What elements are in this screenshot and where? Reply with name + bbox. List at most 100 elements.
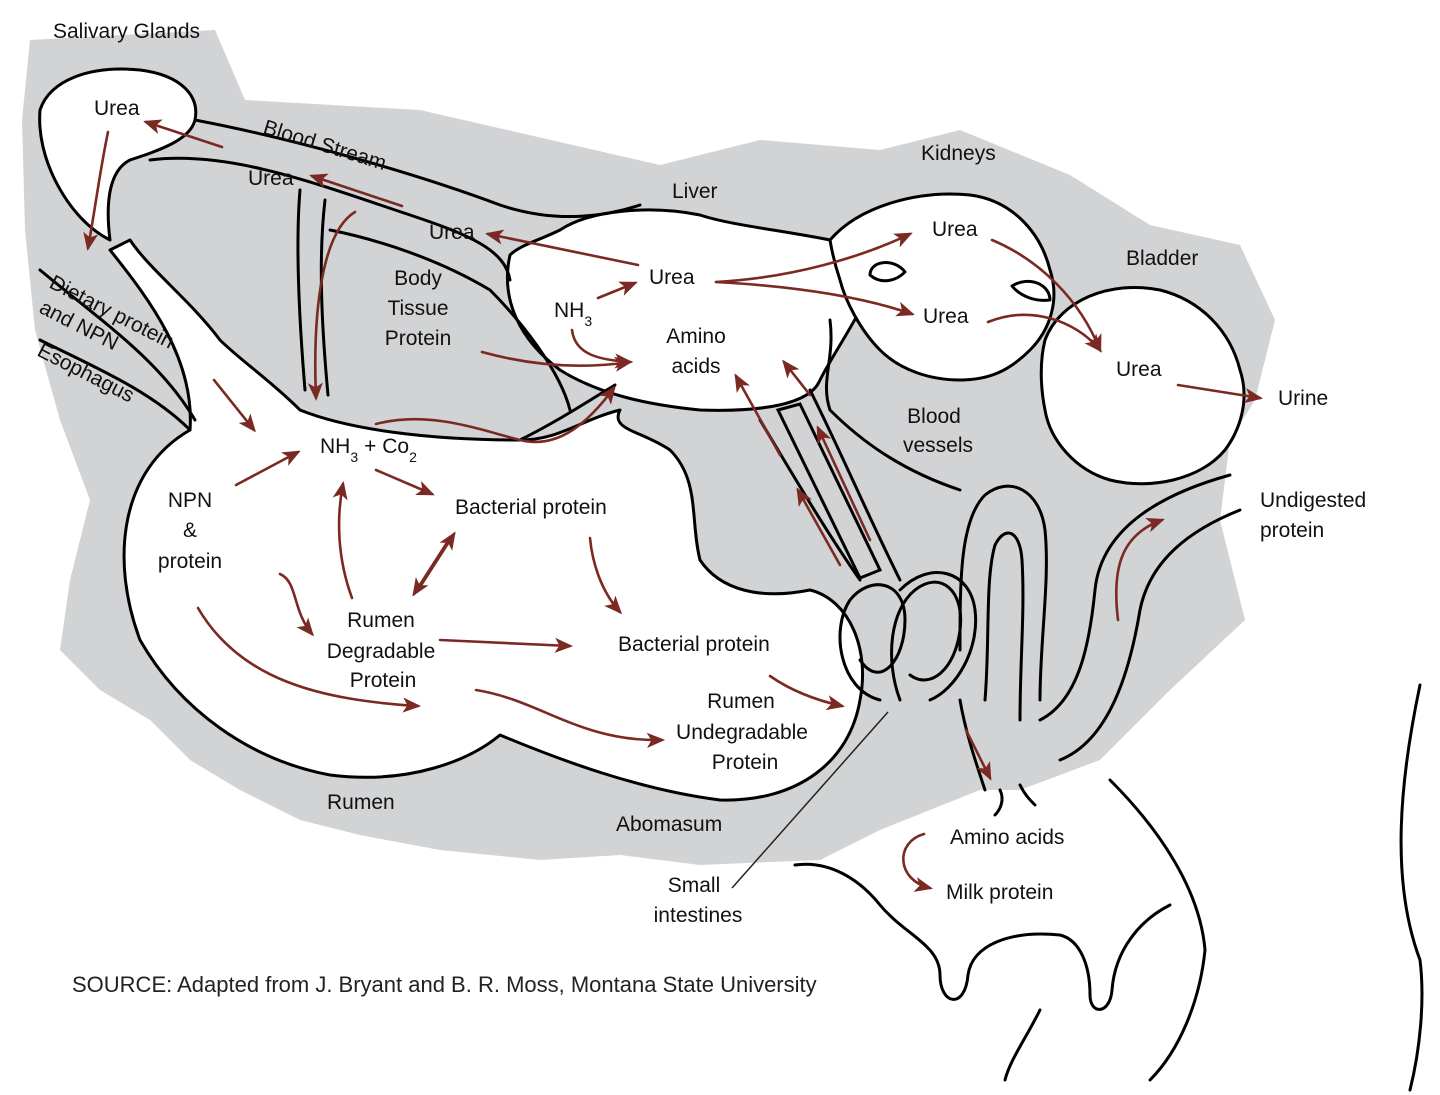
- label-urea-bladder: Urea: [1116, 358, 1162, 381]
- arrow-kidney-mid-to-bladder: [986, 313, 1102, 353]
- label-urea-kidney-top: Urea: [932, 218, 978, 241]
- flow-arrows: [83, 119, 1263, 892]
- label-npn-protein-2: &: [183, 519, 197, 542]
- label-amino-acids-liver-2: acids: [671, 355, 720, 378]
- arrow-blood-to-salivary-urea: [143, 119, 224, 149]
- label-rdp-2: Degradable: [327, 640, 436, 663]
- label-salivary-glands: Salivary Glands: [53, 20, 200, 43]
- arrow-intestine-to-undigested: [1114, 517, 1165, 622]
- label-rumen: Rumen: [327, 791, 395, 814]
- arrow-kidney-top-to-bladder: [990, 238, 1102, 353]
- intestine-drop-b: [993, 788, 1004, 817]
- tissue-connector-edge: [328, 228, 572, 412]
- vessel-left-b: [319, 198, 330, 397]
- arrow-bacterial-to-intestine: [768, 674, 845, 711]
- source-credit: SOURCE: Adapted from J. Bryant and B. R.…: [72, 972, 817, 997]
- label-npn-protein-1: NPN: [168, 489, 212, 512]
- label-bacterial-protein-rumen: Bacterial protein: [455, 496, 607, 519]
- esophagus-upper-edge: [38, 268, 197, 422]
- label-urea-salivary: Urea: [94, 97, 140, 120]
- label-bladder: Bladder: [1126, 247, 1198, 270]
- kidneys-organ: [828, 192, 1056, 382]
- label-urea-tissue: Urea: [429, 221, 475, 244]
- label-small-intestines-2: intestines: [654, 904, 743, 927]
- kidney-lobe-right: [1010, 279, 1052, 302]
- arrow-rumen-nh3-to-liver: [374, 385, 616, 444]
- udder-outline: [793, 862, 1172, 1011]
- arrow-diet-to-rumen: [212, 378, 256, 433]
- arrow-rdp-to-nh3: [332, 481, 354, 600]
- label-body-tissue-2: Tissue: [387, 297, 448, 320]
- arrow-bacterial-rdp-2: [412, 536, 452, 597]
- vessel-tube-right: [808, 388, 902, 582]
- intestine-tail-upper: [1038, 473, 1232, 722]
- arrow-intestine-to-udder: [964, 728, 992, 781]
- arrow-nh3-to-liver-urea: [596, 281, 638, 300]
- arrow-blood-urea-to-rumen: [307, 210, 357, 402]
- small-intestines-pointer: [731, 711, 889, 889]
- label-amino-acids-liver-1: Amino: [666, 325, 726, 348]
- intestine-loop-up-b: [983, 531, 1025, 722]
- arrow-npn-to-rumen-lower: [196, 606, 422, 713]
- label-blood-vessels-1: Blood: [907, 405, 961, 428]
- arrow-rup-path: [474, 688, 666, 748]
- label-abomasum: Abomasum: [616, 813, 722, 836]
- label-blood-vessels-2: vessels: [903, 434, 973, 457]
- intestine-drop-c: [1018, 783, 1037, 807]
- label-undigested-2: protein: [1260, 519, 1324, 542]
- vessel-left-a: [296, 188, 307, 392]
- label-nh3-co2-rumen: NH3+ Co2: [320, 435, 417, 465]
- label-kidneys: Kidneys: [921, 142, 996, 165]
- arrow-vessel-up-2: [782, 359, 812, 397]
- label-rdp-1: Rumen: [347, 609, 415, 632]
- arrow-bacterial-down: [588, 536, 623, 615]
- intestine-coil-3: [898, 571, 978, 702]
- blood-vessels-edge: [825, 318, 962, 492]
- label-urea-liver: Urea: [649, 266, 695, 289]
- label-bacterial-protein-abomasum: Bacterial protein: [618, 633, 770, 656]
- label-rup-3: Protein: [712, 751, 779, 774]
- blood-stream-lower-edge: [148, 156, 512, 282]
- arrow-nh3-to-bacterial: [374, 468, 435, 496]
- label-body-tissue-3: Protein: [385, 327, 452, 350]
- label-npn-protein-3: protein: [158, 550, 222, 573]
- arrow-tissue-to-amino: [480, 350, 633, 372]
- vessel-tube-mid: [775, 402, 883, 580]
- arrow-bladder-to-urine: [1176, 383, 1263, 404]
- arrow-to-blood-urea: [309, 173, 404, 208]
- arrow-vessel-up-4: [816, 425, 872, 542]
- label-rup-1: Rumen: [707, 690, 775, 713]
- arrow-npn-curl-to-rdp: [278, 572, 314, 637]
- arrow-vessel-up-3: [796, 487, 842, 567]
- intestine-loop-up-a: [958, 484, 1048, 702]
- label-urea-blood: Urea: [248, 167, 294, 190]
- esophagus-lower-edge: [38, 338, 192, 432]
- leg-inner: [1003, 1008, 1042, 1082]
- label-undigested-1: Undigested: [1260, 489, 1366, 512]
- arrow-npn-to-nh3: [234, 450, 301, 487]
- leg-front: [1108, 778, 1207, 1082]
- kidney-lobe-left: [868, 261, 907, 283]
- arrow-urea-to-kidney-mid: [714, 280, 915, 317]
- arrow-vessel-up-1: [734, 373, 782, 457]
- label-body-tissue-1: Body: [394, 267, 442, 290]
- intestine-tail-lower: [1058, 508, 1242, 762]
- label-rdp-3: Protein: [350, 669, 417, 692]
- arrow-rdp-to-abomasum-bacterial: [438, 637, 574, 653]
- leg-back: [1399, 683, 1424, 1092]
- label-liver: Liver: [672, 180, 718, 203]
- intestine-coil-2: [890, 580, 963, 702]
- intestine-drop-a: [958, 698, 987, 792]
- rumen-abomasum-organ: [108, 238, 865, 802]
- arrow-liver-to-tissue-urea: [485, 229, 640, 267]
- label-milk-protein: Milk protein: [946, 881, 1053, 904]
- salivary-gland-organ: [38, 67, 198, 242]
- label-nh3-liver: NH3: [554, 299, 592, 329]
- label-small-intestines-1: Small: [668, 874, 721, 897]
- label-rup-2: Undegradable: [676, 721, 808, 744]
- label-urea-kidney-mid: Urea: [923, 305, 969, 328]
- arrow-salivary-urea-down: [83, 130, 110, 251]
- blood-stream-upper-edge: [193, 118, 642, 218]
- label-amino-acids-udder: Amino acids: [950, 826, 1064, 849]
